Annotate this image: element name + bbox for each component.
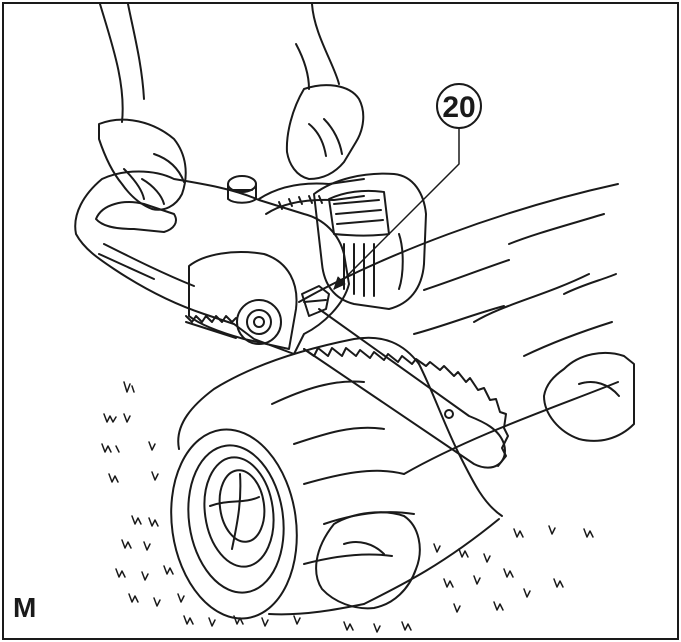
grass-icon bbox=[101, 381, 594, 633]
chainsaw-cutting-illustration: 20 bbox=[74, 4, 635, 633]
hand-icon bbox=[98, 4, 365, 211]
rock-icon bbox=[315, 351, 635, 610]
figure-letter: M bbox=[13, 592, 37, 623]
callout: 20 bbox=[333, 83, 482, 290]
chainsaw-icon bbox=[74, 170, 509, 469]
callout-number: 20 bbox=[442, 91, 475, 124]
